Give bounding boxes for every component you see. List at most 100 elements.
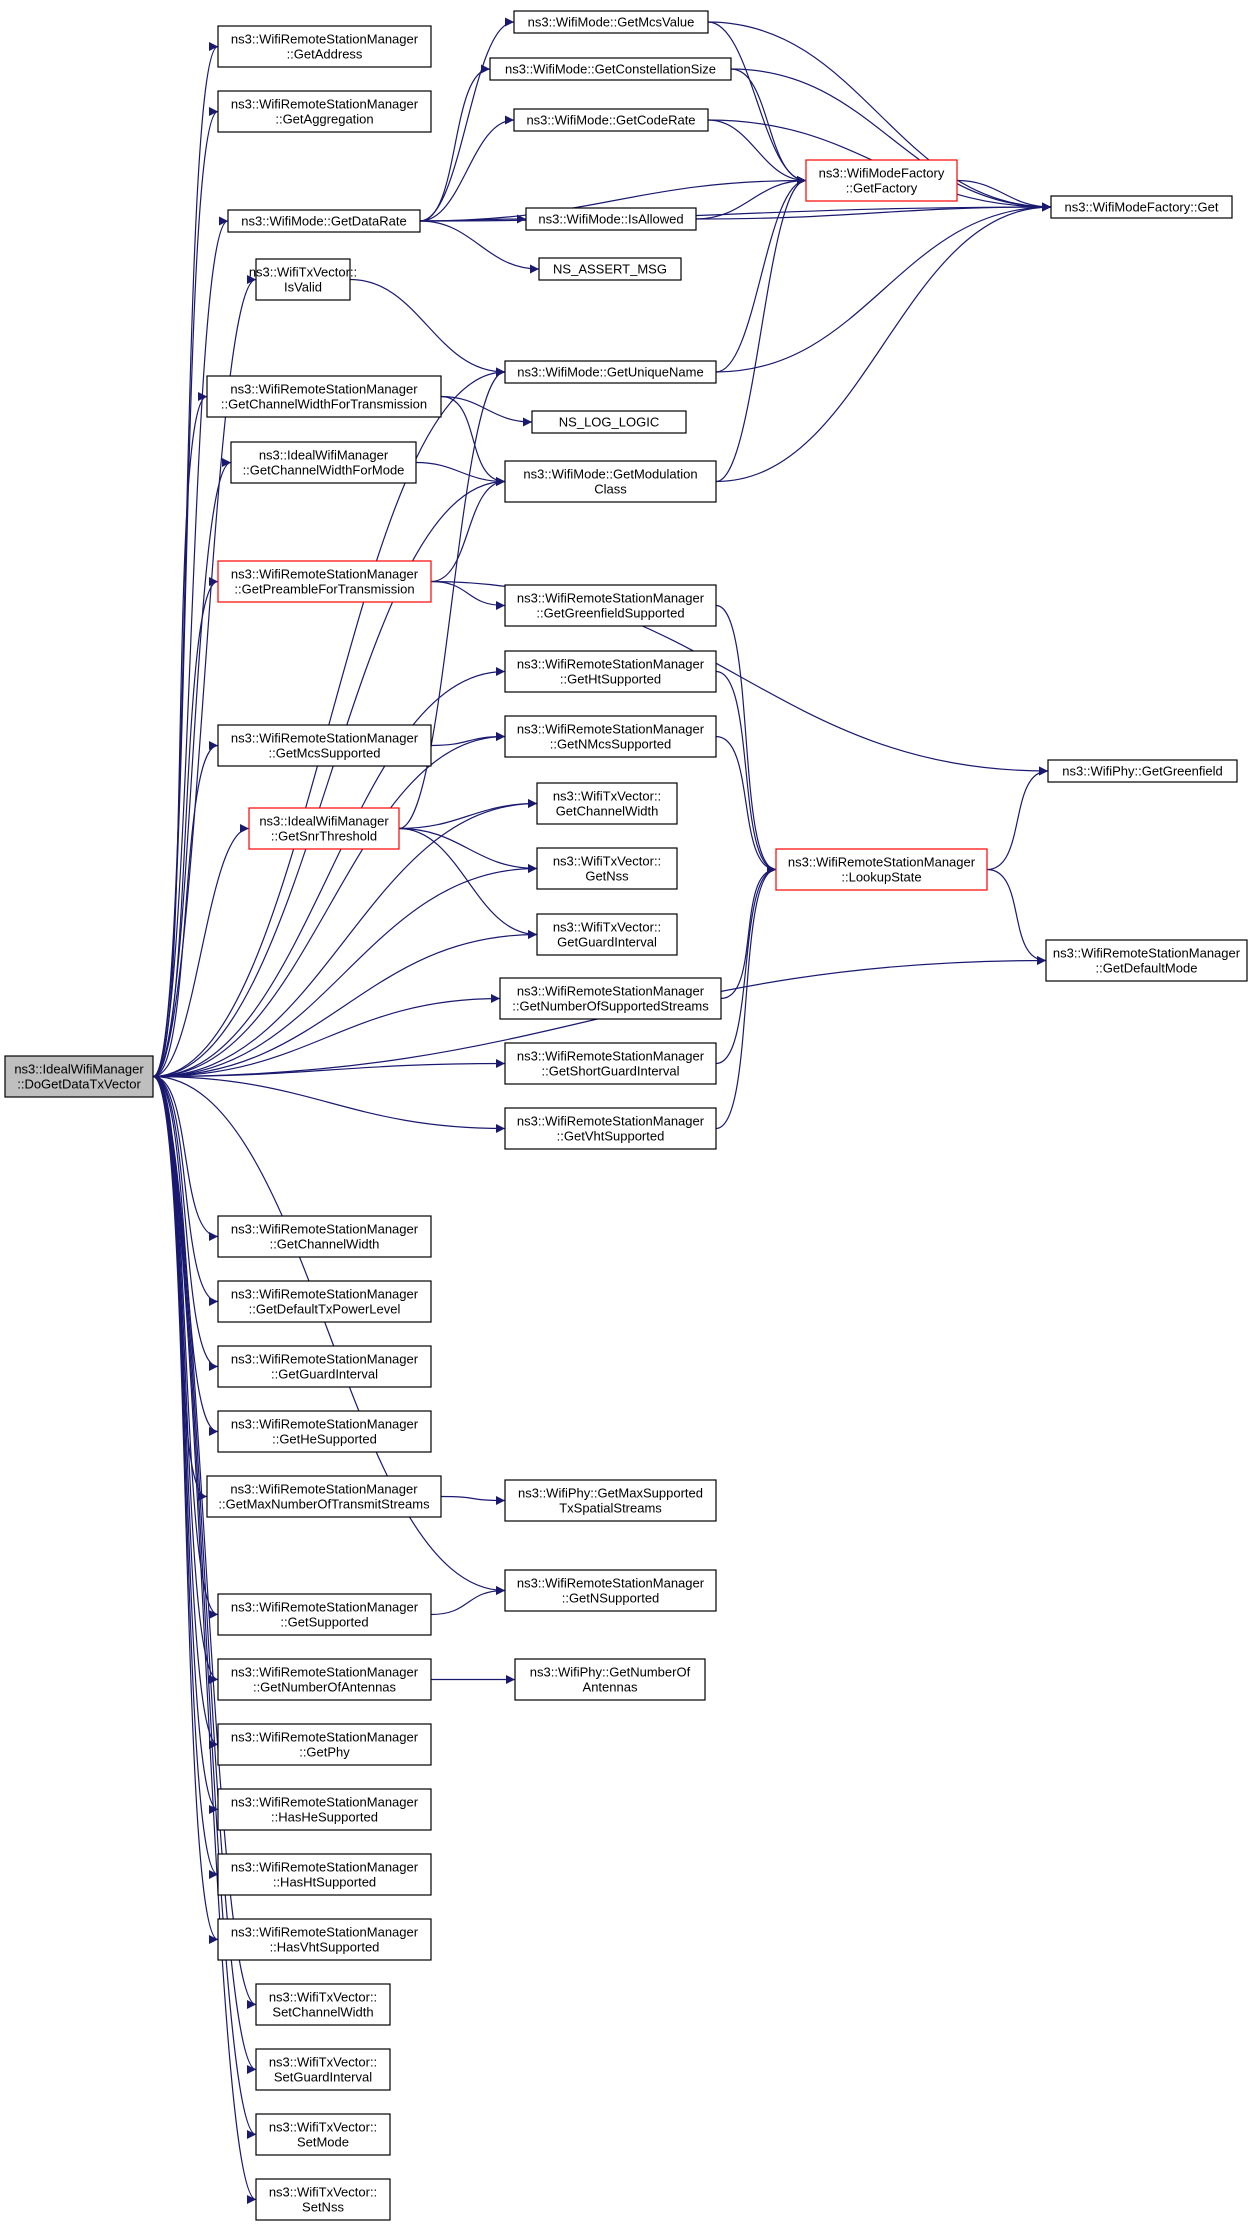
node-box	[4, 1055, 154, 1098]
node-gethesupported[interactable]: ns3::WifiRemoteStationManager::GetHeSupp…	[217, 1410, 432, 1453]
edge-getmaxnts-to-phygetmaxsts	[440, 1495, 506, 1505]
node-txgetgi[interactable]: ns3::WifiTxVector::GetGuardInterval	[536, 913, 678, 956]
node-box	[536, 913, 678, 956]
node-label-line: ns3::IdealWifiManager	[259, 814, 389, 829]
node-getaggregation[interactable]: ns3::WifiRemoteStationManager::GetAggreg…	[217, 90, 432, 133]
edge-getsupported-to-getnsupported	[430, 1586, 506, 1616]
node-hashtsupported[interactable]: ns3::WifiRemoteStationManager::HasHtSupp…	[217, 1853, 432, 1896]
node-label-line: ns3::WifiRemoteStationManager	[517, 1049, 705, 1064]
node-phygetnumant[interactable]: ns3::WifiPhy::GetNumberOfAntennas	[514, 1658, 706, 1701]
node-getcoderate[interactable]: ns3::WifiMode::GetCodeRate	[513, 108, 709, 132]
node-label-line: ns3::WifiRemoteStationManager	[231, 1417, 419, 1432]
node-getmcssupported[interactable]: ns3::WifiRemoteStationManager::GetMcsSup…	[217, 724, 432, 767]
node-box	[504, 1107, 717, 1150]
node-getcw[interactable]: ns3::WifiRemoteStationManager::GetChanne…	[217, 1215, 432, 1258]
node-label-line: ns3::WifiTxVector::	[553, 854, 661, 869]
edge-getmcsvalue-to-factoryget	[707, 21, 1052, 212]
edge-getsnrthreshold-to-txgetcw	[398, 799, 538, 830]
node-label-line: ns3::WifiRemoteStationManager	[231, 1795, 419, 1810]
node-label-line: ::GetAggregation	[275, 112, 373, 127]
node-root[interactable]: ns3::IdealWifiManager::DoGetDataTxVector	[4, 1055, 154, 1098]
node-getsnrthreshold[interactable]: ns3::IdealWifiManager::GetSnrThreshold	[248, 807, 400, 850]
node-txgetcw[interactable]: ns3::WifiTxVector::GetChannelWidth	[536, 782, 678, 825]
node-phygetmaxsts[interactable]: ns3::WifiPhy::GetMaxSupportedTxSpatialSt…	[504, 1479, 717, 1522]
node-label-line: ::GetFactory	[846, 181, 918, 196]
node-getdefaultmode[interactable]: ns3::WifiRemoteStationManager::GetDefaul…	[1045, 939, 1248, 982]
node-setgi[interactable]: ns3::WifiTxVector::SetGuardInterval	[255, 2048, 391, 2091]
node-nsassert[interactable]: NS_ASSERT_MSG	[538, 257, 682, 281]
node-label-line: ns3::WifiRemoteStationManager	[231, 1287, 419, 1302]
node-setnss[interactable]: ns3::WifiTxVector::SetNss	[255, 2178, 391, 2221]
node-box	[217, 1215, 432, 1258]
node-gethtsupported[interactable]: ns3::WifiRemoteStationManager::GetHtSupp…	[504, 650, 717, 693]
edge-root-to-getgi	[152, 1075, 219, 1371]
node-txgetnss[interactable]: ns3::WifiTxVector::GetNss	[536, 847, 678, 890]
node-getsupported[interactable]: ns3::WifiRemoteStationManager::GetSuppor…	[217, 1593, 432, 1636]
node-label-line: ::HasHeSupported	[271, 1810, 378, 1825]
node-idealgetcwfm[interactable]: ns3::IdealWifiManager::GetChannelWidthFo…	[230, 441, 417, 484]
node-label-line: ::GetSnrThreshold	[271, 829, 377, 844]
node-getnmcssupported[interactable]: ns3::WifiRemoteStationManager::GetNMcsSu…	[504, 715, 717, 758]
edge-root-to-getnumant	[152, 1075, 219, 1684]
edge-getpft-to-getmodclass	[430, 477, 506, 583]
node-label-line: ns3::WifiMode::GetModulation	[523, 467, 697, 482]
node-setmode[interactable]: ns3::WifiTxVector::SetMode	[255, 2113, 391, 2156]
node-setcw[interactable]: ns3::WifiTxVector::SetChannelWidth	[255, 1983, 391, 2026]
node-factoryget[interactable]: ns3::WifiModeFactory::Get	[1050, 195, 1233, 219]
node-box	[206, 375, 442, 418]
node-isvalid[interactable]: ns3::WifiTxVector::IsValid	[249, 258, 357, 301]
node-label-line: ns3::WifiRemoteStationManager	[231, 1860, 419, 1875]
node-label-line: ns3::WifiMode::GetUniqueName	[517, 365, 703, 380]
edge-getdatarate-to-getmcsvalue	[419, 17, 515, 222]
node-label-line: ::GetVhtSupported	[557, 1129, 665, 1144]
node-box	[217, 1658, 432, 1701]
node-box	[536, 847, 678, 890]
node-getaddress[interactable]: ns3::WifiRemoteStationManager::GetAddres…	[217, 25, 432, 68]
node-label-line: ns3::WifiTxVector::	[553, 789, 661, 804]
node-getmaxnts[interactable]: ns3::WifiRemoteStationManager::GetMaxNum…	[206, 1475, 442, 1518]
node-getphy[interactable]: ns3::WifiRemoteStationManager::GetPhy	[217, 1723, 432, 1766]
node-getgfsupported[interactable]: ns3::WifiRemoteStationManager::GetGreenf…	[504, 584, 717, 627]
node-label-line: ns3::WifiMode::GetCodeRate	[526, 113, 695, 128]
node-getfactory[interactable]: ns3::WifiModeFactory::GetFactory	[805, 159, 958, 202]
node-hasvhtsupported[interactable]: ns3::WifiRemoteStationManager::HasVhtSup…	[217, 1918, 432, 1961]
node-phygreenfield[interactable]: ns3::WifiPhy::GetGreenfield	[1047, 759, 1238, 783]
edge-root-to-hasvhtsupported	[152, 1075, 219, 1944]
node-getnumss[interactable]: ns3::WifiRemoteStationManager::GetNumber…	[499, 977, 722, 1020]
node-label-line: ns3::WifiTxVector::	[269, 2120, 377, 2135]
edge-getsnrthreshold-to-txgetnss	[398, 827, 538, 873]
node-box	[504, 1479, 717, 1522]
node-isallowed[interactable]: ns3::WifiMode::IsAllowed	[525, 207, 697, 231]
edge-getdatarate-to-nsassert	[419, 220, 540, 274]
node-label-line: ns3::WifiRemoteStationManager	[517, 984, 705, 999]
node-getdatarate[interactable]: ns3::WifiMode::GetDataRate	[227, 209, 421, 233]
node-getpft[interactable]: ns3::WifiRemoteStationManager::GetPreamb…	[217, 560, 432, 603]
node-hashesupported[interactable]: ns3::WifiRemoteStationManager::HasHeSupp…	[217, 1788, 432, 1831]
node-label-line: ns3::WifiRemoteStationManager	[231, 731, 419, 746]
node-label-line: ::GetMcsSupported	[269, 746, 381, 761]
node-nsloglogic[interactable]: NS_LOG_LOGIC	[531, 410, 687, 434]
node-getcwft[interactable]: ns3::WifiRemoteStationManager::GetChanne…	[206, 375, 442, 418]
node-getconstsize[interactable]: ns3::WifiMode::GetConstellationSize	[489, 57, 732, 81]
node-label-line: ::GetHeSupported	[272, 1432, 377, 1447]
node-label-line: ns3::WifiModeFactory	[819, 166, 945, 181]
node-lookupstate[interactable]: ns3::WifiRemoteStationManager::LookupSta…	[775, 848, 988, 891]
edge-layer	[152, 17, 1052, 2204]
node-getmcsvalue[interactable]: ns3::WifiMode::GetMcsValue	[513, 10, 709, 34]
node-getuniquename[interactable]: ns3::WifiMode::GetUniqueName	[504, 360, 717, 384]
node-box	[230, 441, 417, 484]
node-getnumant[interactable]: ns3::WifiRemoteStationManager::GetNumber…	[217, 1658, 432, 1701]
node-label-line: ns3::WifiModeFactory::Get	[1065, 200, 1219, 215]
node-getsgi[interactable]: ns3::WifiRemoteStationManager::GetShortG…	[504, 1042, 717, 1085]
node-getgi[interactable]: ns3::WifiRemoteStationManager::GetGuardI…	[217, 1345, 432, 1388]
node-getdeftxpl[interactable]: ns3::WifiRemoteStationManager::GetDefaul…	[217, 1280, 432, 1323]
node-getvhtsupported[interactable]: ns3::WifiRemoteStationManager::GetVhtSup…	[504, 1107, 717, 1150]
node-label-line: GetNss	[585, 869, 629, 884]
node-box	[217, 724, 432, 767]
edge-getnumss-to-lookupstate	[720, 865, 777, 1000]
node-label-line: ns3::WifiRemoteStationManager	[1053, 946, 1241, 961]
node-label-line: ::GetMaxNumberOfTransmitStreams	[218, 1497, 430, 1512]
edge-root-to-gethtsupported	[152, 667, 506, 1078]
node-getnsupported[interactable]: ns3::WifiRemoteStationManager::GetNSuppo…	[504, 1569, 717, 1612]
